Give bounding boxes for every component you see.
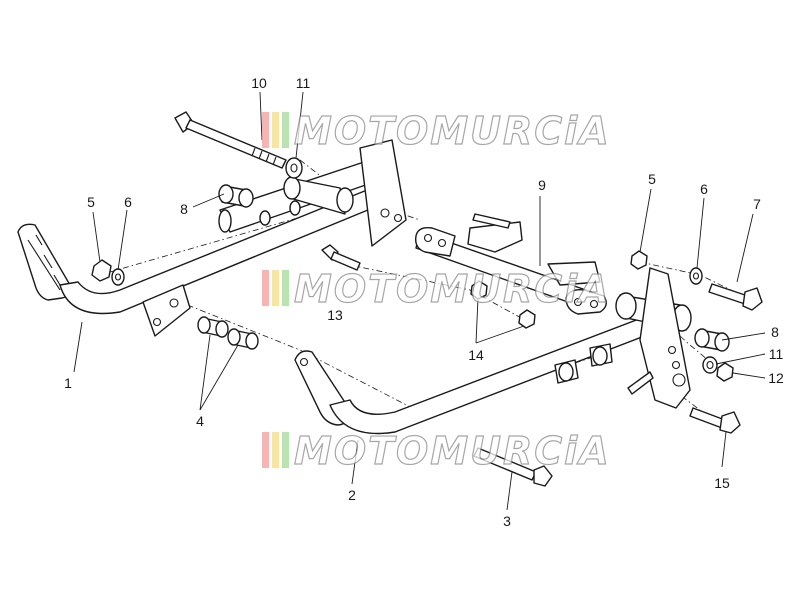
watermark-stripe [272, 112, 279, 148]
callout-5-right: 5 [648, 171, 656, 187]
bolt-lower [473, 447, 553, 487]
frame-bar-right [294, 267, 692, 435]
callout-13: 13 [327, 307, 343, 323]
watermark-stripe [282, 112, 289, 148]
bushing-upper-left [218, 184, 254, 208]
watermark-stripe [262, 270, 269, 306]
callout-11-right: 11 [769, 346, 784, 362]
cross-tube-right [415, 213, 607, 315]
leader-lines [73, 91, 766, 511]
callout-11-top: 11 [296, 75, 311, 91]
nut-washer-left [91, 259, 125, 286]
callout-2: 2 [348, 487, 356, 503]
bolt-right-lower [689, 407, 741, 434]
watermark-stripe [272, 432, 279, 468]
watermark-text: MOTOMURCiA [294, 267, 611, 311]
callout-14: 14 [468, 347, 484, 363]
watermark-middle: MOTOMURCiA [262, 266, 611, 312]
watermark-top: MOTOMURCiA [262, 108, 611, 154]
callout-numbers: 1 2 3 4 5 6 8 10 11 9 5 6 7 8 11 12 13 1… [64, 75, 784, 529]
nuts-center [470, 280, 536, 329]
callout-4: 4 [196, 413, 204, 429]
callout-3: 3 [503, 513, 511, 529]
watermark-text: MOTOMURCiA [294, 429, 611, 473]
nut-washer-bolt-right [630, 250, 763, 311]
callout-7: 7 [753, 196, 761, 212]
bushing-washer-nut-right [694, 328, 734, 382]
callout-5-left: 5 [87, 194, 95, 210]
frame-bar-left [17, 139, 407, 337]
callout-8-left: 8 [180, 201, 188, 217]
watermark-stripe [272, 270, 279, 306]
callout-8-right: 8 [771, 324, 779, 340]
callout-12: 12 [768, 370, 784, 386]
spacers-lower [197, 316, 259, 350]
callout-10: 10 [251, 75, 267, 91]
watermark-stripe [282, 432, 289, 468]
watermark-stripe [262, 432, 269, 468]
small-bolt-center [321, 244, 361, 271]
long-bolt [174, 111, 287, 169]
callout-6-right: 6 [700, 181, 708, 197]
callout-6-left: 6 [124, 194, 132, 210]
callout-15: 15 [714, 475, 730, 491]
washer-upper [285, 157, 303, 179]
watermark-stripe [262, 112, 269, 148]
watermark-stripe [282, 270, 289, 306]
callout-1: 1 [64, 375, 72, 391]
watermark-text: MOTOMURCiA [294, 109, 611, 153]
callout-9: 9 [538, 177, 546, 193]
watermark-bottom: MOTOMURCiA [262, 428, 611, 474]
